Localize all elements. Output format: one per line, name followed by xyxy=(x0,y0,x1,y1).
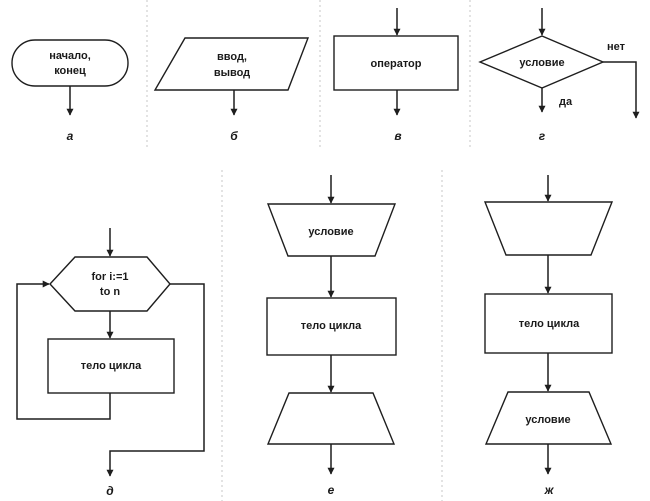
loop-condition-label: условие xyxy=(308,226,353,238)
caption-d: д xyxy=(106,484,113,498)
caption-g: г xyxy=(539,129,546,143)
terminator-shape xyxy=(11,39,129,87)
loop-end-trapezoid-shape xyxy=(266,392,396,445)
block-zh-repeat-loop: тело цикла условие ж xyxy=(483,175,614,497)
io-parallelogram-shape xyxy=(153,37,310,91)
process-rect-shape xyxy=(333,35,459,91)
loop-body-label: тело цикла xyxy=(519,318,580,330)
loop-exit-arrow xyxy=(106,283,205,477)
loop-body-rect-shape xyxy=(47,338,175,394)
terminator-label-line2: конец xyxy=(54,65,86,77)
loop-start-trapezoid-shape xyxy=(483,201,614,256)
separators xyxy=(146,0,471,501)
block-v-process: оператор в xyxy=(333,8,459,143)
loop-back-arrow xyxy=(16,280,111,420)
loop-header-line2: to n xyxy=(100,286,120,298)
terminator-label-line1: начало, xyxy=(49,50,91,62)
loop-condition-label: условие xyxy=(525,414,570,426)
caption-e: е xyxy=(328,483,335,497)
block-e-while-loop: условие тело цикла е xyxy=(266,175,397,497)
loop-header-line1: for i:=1 xyxy=(92,271,129,283)
caption-a: а xyxy=(67,129,74,143)
loop-body-label: тело цикла xyxy=(81,360,142,372)
process-label: оператор xyxy=(371,58,422,70)
loop-body-rect-shape xyxy=(484,293,613,354)
decision-no-label: нет xyxy=(607,41,626,53)
loop-body-rect-shape xyxy=(266,297,397,356)
caption-v: в xyxy=(394,129,401,143)
loop-body-label: тело цикла xyxy=(301,320,362,332)
block-a-terminator: начало, конец а xyxy=(11,39,129,143)
block-d-for-loop: for i:=1 to n тело цикла д xyxy=(16,228,205,498)
decision-yes-label: да xyxy=(559,96,573,108)
block-b-io: ввод, вывод б xyxy=(153,37,310,143)
caption-zh: ж xyxy=(544,483,555,497)
loop-hexagon-shape xyxy=(49,256,171,312)
io-label-line2: вывод xyxy=(214,67,250,79)
io-label-line1: ввод, xyxy=(217,51,247,63)
loop-start-trapezoid-shape xyxy=(266,203,397,257)
block-g-decision: условие да нет г xyxy=(478,8,640,143)
loop-end-trapezoid-shape xyxy=(484,391,613,445)
caption-b: б xyxy=(230,129,238,143)
decision-label: условие xyxy=(519,57,564,69)
decision-no-branch-arrow xyxy=(603,61,640,119)
